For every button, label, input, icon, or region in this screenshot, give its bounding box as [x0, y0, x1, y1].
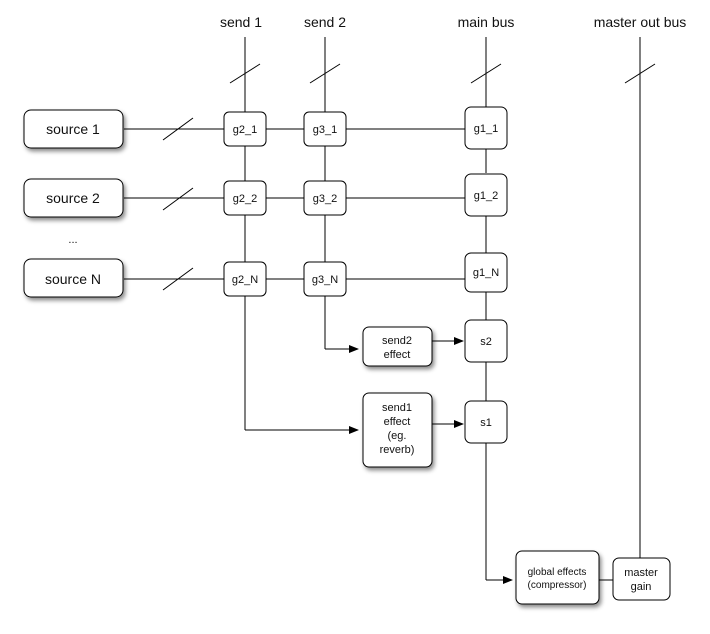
main-bus-label: main bus — [458, 14, 515, 30]
source-n-box: source N — [23, 258, 124, 298]
gain-g2-1: g2_1 — [223, 111, 267, 147]
send-1-effect-line-2: effect — [384, 416, 411, 428]
gain-g2-n-label: g2_N — [232, 274, 258, 286]
send-2-bus-label: send 2 — [304, 14, 346, 30]
send-2-return-gain: s2 — [464, 319, 508, 363]
send-2-effect-box: send2 effect — [362, 326, 433, 367]
gain-g1-2: g1_2 — [464, 173, 508, 217]
send-1-bus-label: send 1 — [220, 14, 262, 30]
master-gain-line-1: master — [624, 567, 658, 579]
global-effects-line-1: global effects — [528, 567, 587, 578]
source-2-label: source 2 — [46, 190, 100, 206]
sources-ellipsis: ... — [68, 234, 77, 246]
gain-g3-2-label: g3_2 — [313, 193, 337, 205]
send-2-return-gain-label: s2 — [480, 336, 492, 348]
gain-g1-2-label: g1_2 — [474, 190, 498, 202]
bus-width-slashes — [162, 63, 656, 291]
gain-g1-n-label: g1_N — [473, 267, 499, 279]
global-effects-box: global effects (compressor) — [515, 550, 600, 605]
send-2-effect-line-2: effect — [384, 349, 411, 361]
gain-g1-1-label: g1_1 — [474, 123, 498, 135]
send-1-effect-line-1: send1 — [382, 402, 412, 414]
global-effects-line-2: (compressor) — [528, 580, 587, 591]
horizontal-connections — [124, 128, 613, 581]
send-1-effect-line-3: (eg. — [388, 430, 407, 442]
source-1-box: source 1 — [23, 109, 124, 149]
source-n-label: source N — [45, 271, 101, 287]
gain-g1-1: g1_1 — [464, 106, 508, 150]
vertical-bus-lines — [244, 37, 641, 584]
source-2-box: source 2 — [23, 178, 124, 218]
gain-g2-1-label: g2_1 — [233, 124, 257, 136]
gain-g3-2: g3_2 — [303, 180, 347, 216]
gain-g3-1-label: g3_1 — [313, 124, 337, 136]
send-1-effect-line-4: reverb) — [380, 444, 415, 456]
send-1-return-gain-label: s1 — [480, 417, 492, 429]
gain-g3-1: g3_1 — [303, 111, 347, 147]
gain-g2-n: g2_N — [223, 261, 267, 297]
send-2-effect-line-1: send2 — [382, 335, 412, 347]
source-1-label: source 1 — [46, 121, 100, 137]
send-1-return-gain: s1 — [464, 400, 508, 444]
gain-g3-n-label: g3_N — [312, 274, 338, 286]
send-1-effect-box: send1 effect (eg. reverb) — [362, 392, 433, 468]
master-gain-box: master gain — [612, 557, 671, 601]
gain-g3-n: g3_N — [303, 261, 347, 297]
gain-g1-n: g1_N — [464, 252, 508, 293]
master-gain-line-2: gain — [631, 581, 652, 593]
master-out-bus-label: master out bus — [594, 14, 687, 30]
gain-g2-2-label: g2_2 — [233, 193, 257, 205]
gain-g2-2: g2_2 — [223, 180, 267, 216]
